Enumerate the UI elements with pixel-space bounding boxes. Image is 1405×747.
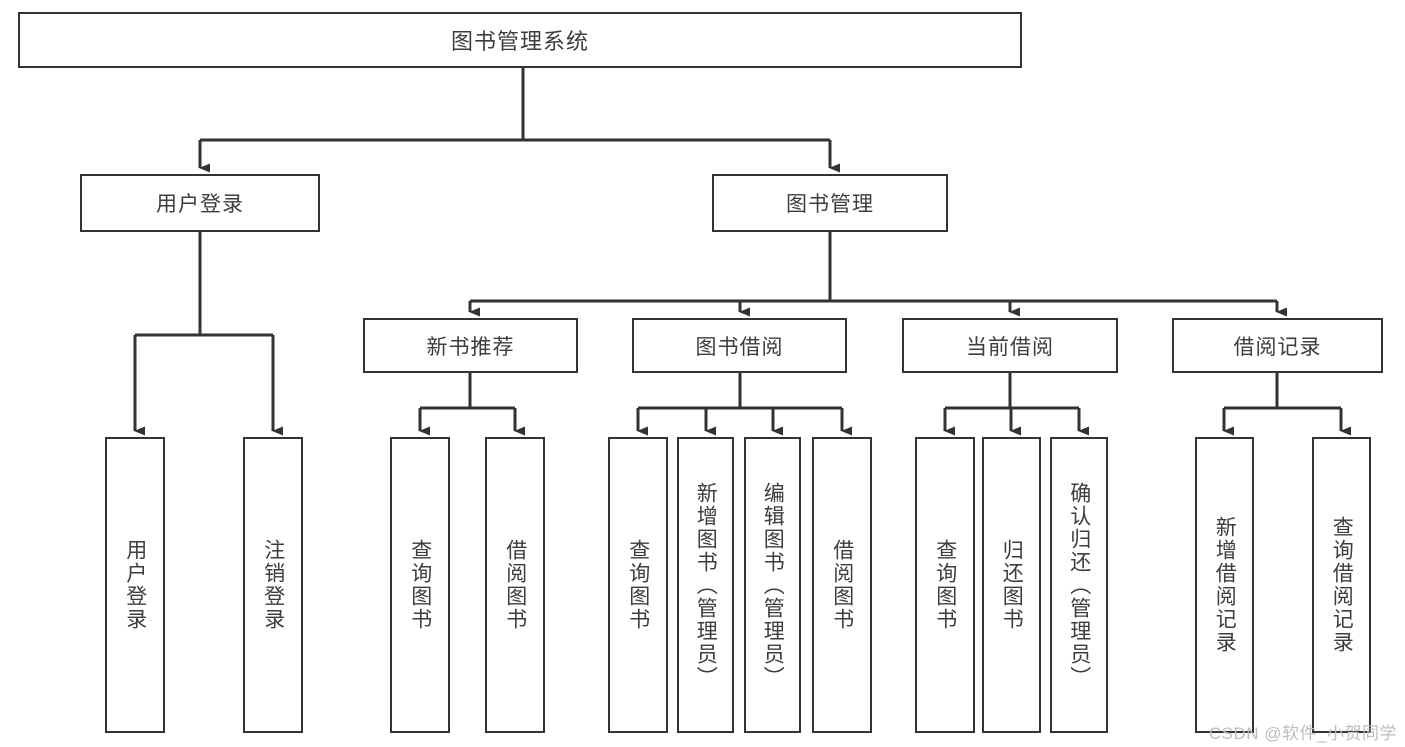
leaf-label: 编辑图书（管理员） [761,481,785,689]
node-new-book-recommend[interactable]: 新书推荐 [363,318,578,373]
leaf-label: 确认归还（管理员） [1067,481,1091,689]
node-root[interactable]: 图书管理系统 [18,12,1022,68]
node-current-borrow[interactable]: 当前借阅 [902,318,1118,373]
leaf-query-borrow-record[interactable]: 查询借阅记录 [1312,437,1371,733]
leaf-add-borrow-record[interactable]: 新增借阅记录 [1195,437,1254,733]
leaf-label: 查询图书 [933,539,957,631]
node-book-manage[interactable]: 图书管理 [712,174,948,232]
leaf-query-book-1[interactable]: 查询图书 [390,437,450,733]
node-borrow-record[interactable]: 借阅记录 [1172,318,1383,373]
leaf-label: 新增图书（管理员） [694,481,718,689]
leaf-query-book-2[interactable]: 查询图书 [608,437,668,733]
leaf-logout-login[interactable]: 注销登录 [243,437,303,733]
leaf-label: 查询图书 [408,539,432,631]
node-user-login[interactable]: 用户登录 [80,174,320,232]
node-book-borrow[interactable]: 图书借阅 [632,318,847,373]
leaf-label: 用户登录 [123,539,147,631]
leaf-edit-book[interactable]: 编辑图书（管理员） [744,437,801,733]
leaf-borrow-book-2[interactable]: 借阅图书 [812,437,872,733]
leaf-confirm-return[interactable]: 确认归还（管理员） [1050,437,1108,733]
leaf-borrow-book-1[interactable]: 借阅图书 [485,437,545,733]
leaf-label: 借阅图书 [503,539,527,631]
leaf-add-book[interactable]: 新增图书（管理员） [677,437,734,733]
leaf-return-book[interactable]: 归还图书 [982,437,1041,733]
leaf-label: 新增借阅记录 [1213,516,1237,654]
leaf-user-login[interactable]: 用户登录 [105,437,165,733]
leaf-label: 借阅图书 [830,539,854,631]
leaf-label: 查询图书 [626,539,650,631]
leaf-label: 查询借阅记录 [1330,516,1354,654]
leaf-label: 注销登录 [261,539,285,631]
leaf-query-book-3[interactable]: 查询图书 [915,437,975,733]
leaf-label: 归还图书 [1000,539,1024,631]
